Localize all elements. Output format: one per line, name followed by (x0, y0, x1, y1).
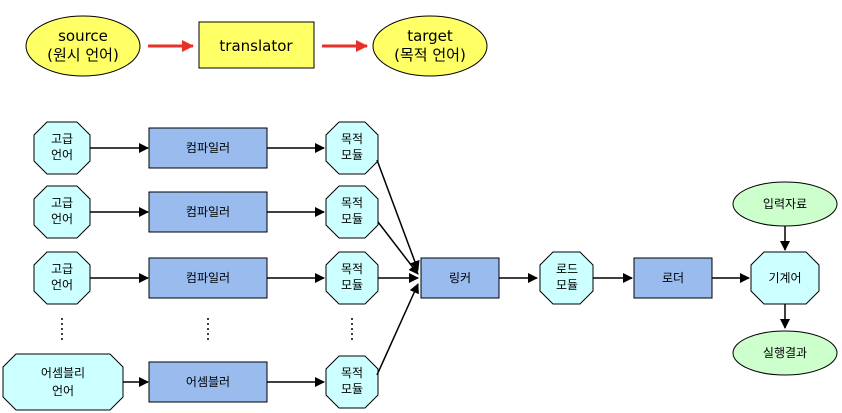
translator-box: translator (198, 21, 315, 69)
row-1: 고급 언어 컴파일러 목적 모듈 (33, 121, 379, 175)
language-label: 어셈블리 (41, 366, 85, 380)
assembler-box (148, 361, 268, 403)
object-module-label: 목적 (341, 262, 363, 276)
language-sublabel: 언어 (51, 148, 73, 162)
compiler-box (148, 127, 268, 169)
compiler-label: 컴파일러 (186, 141, 230, 155)
language-octagon (33, 251, 91, 305)
loader-label: 로더 (662, 271, 684, 285)
object-module-octagon (325, 355, 379, 409)
compiler-box (148, 191, 268, 233)
language-sublabel: 언어 (51, 278, 73, 292)
compiler-label: 컴파일러 (186, 271, 230, 285)
language-label: 고급 (51, 196, 73, 210)
assembler-label: 어셈블러 (186, 375, 230, 389)
object-module-sublabel: 모듈 (341, 212, 363, 226)
row-4: 어셈블리 언어 어셈블러 목적 모듈 (2, 353, 379, 411)
language-octagon (33, 121, 91, 175)
machine-language-octagon (750, 251, 820, 305)
load-module-sublabel: 모듈 (556, 278, 578, 292)
object-module-sublabel: 모듈 (341, 382, 363, 396)
object-module-octagon (325, 121, 379, 175)
compiler-label: 컴파일러 (186, 205, 230, 219)
execution-result-label: 실행결과 (763, 345, 807, 360)
ellipsis-dots (61, 318, 353, 343)
translator-label: translator (219, 37, 293, 55)
row-2: 고급 언어 컴파일러 목적 모듈 (33, 185, 379, 239)
language-sublabel: 언어 (51, 212, 73, 226)
linker-box (420, 257, 500, 299)
object-module-label: 목적 (341, 366, 363, 380)
target-sublabel: (목적 언어) (394, 46, 466, 64)
object-module-label: 목적 (341, 196, 363, 210)
source-sublabel: (원시 언어) (47, 46, 119, 64)
module-to-linker-arrows (376, 159, 420, 376)
language-label: 고급 (51, 132, 73, 146)
source-label: source (58, 27, 108, 45)
source-ellipse: source (원시 언어) (25, 15, 141, 77)
object-module-sublabel: 모듈 (341, 148, 363, 162)
machine-language-label: 기계어 (768, 271, 801, 285)
row-3: 고급 언어 컴파일러 목적 모듈 (33, 251, 379, 305)
object-module-octagon (325, 185, 379, 239)
language-sublabel: 언어 (52, 384, 74, 398)
object-module-label: 목적 (341, 132, 363, 146)
assembly-language-octagon (2, 353, 124, 411)
object-module-octagon (325, 251, 379, 305)
language-octagon (33, 185, 91, 239)
language-label: 고급 (51, 262, 73, 276)
loader-box (633, 257, 713, 299)
target-ellipse: target (목적 언어) (372, 15, 488, 77)
object-module-sublabel: 모듈 (341, 278, 363, 292)
compiler-box (148, 257, 268, 299)
linker-label: 링커 (449, 271, 471, 285)
load-module-label: 로드 (556, 262, 578, 276)
target-label: target (407, 27, 453, 45)
execution-result-ellipse (732, 330, 838, 376)
load-module-octagon (539, 251, 594, 305)
input-data-label: 입력자료 (763, 197, 807, 211)
